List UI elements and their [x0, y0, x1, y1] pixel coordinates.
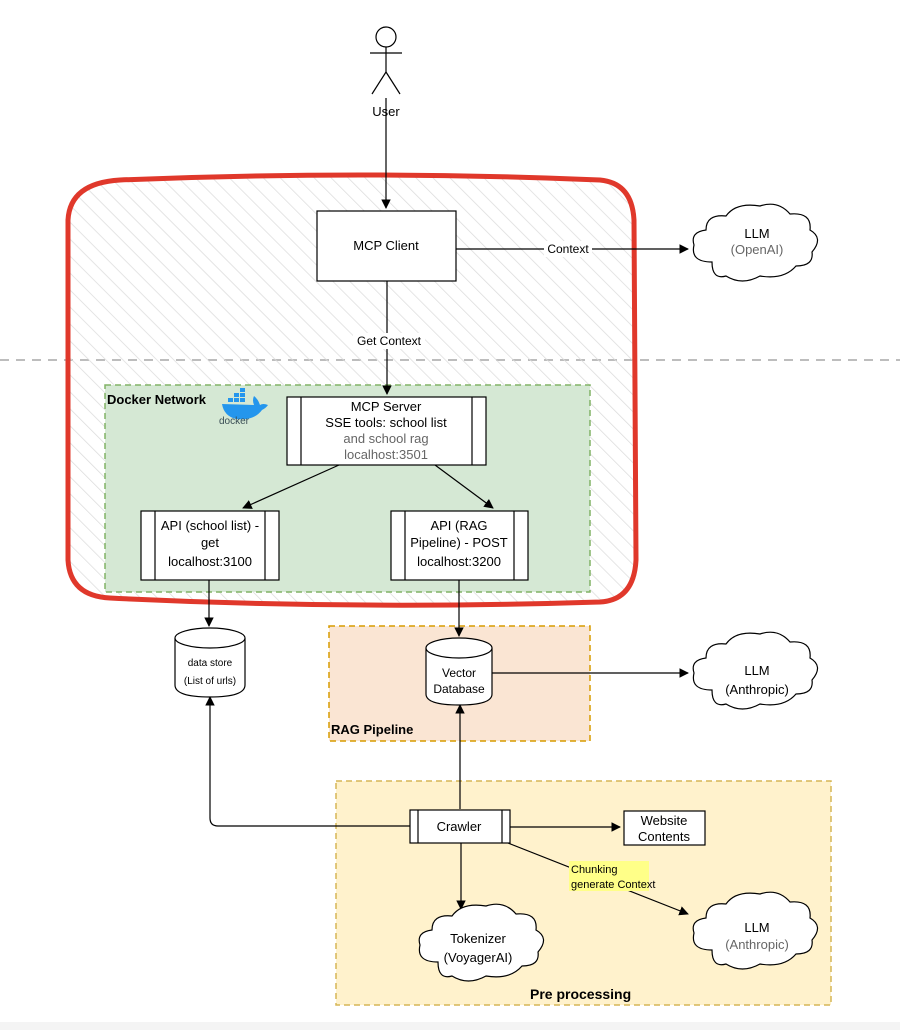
crawler-label: Crawler [437, 819, 482, 834]
api-school-list-host: localhost:3100 [168, 554, 252, 569]
tokenizer-cloud-icon [418, 903, 545, 982]
user-label: User [372, 104, 400, 119]
llm-anthropic-2-cloud-icon [692, 891, 819, 970]
vector-database-subtitle: Database [433, 682, 485, 696]
api-school-list-title: API (school list) - [161, 518, 259, 533]
website-contents-box [623, 810, 706, 846]
page-bottom-strip [0, 1022, 900, 1030]
edge-label-generate-context: generate Context [571, 879, 655, 891]
llm-anthropic-provider: (Anthropic) [725, 682, 789, 697]
llm-anthropic-2-title: LLM [744, 920, 769, 935]
api-school-list-box [140, 510, 280, 581]
highlight-boundary [65, 172, 639, 608]
data-store-cylinder-icon [174, 627, 246, 698]
api-school-list-method: get [201, 535, 219, 550]
tokenizer-title: Tokenizer [450, 931, 506, 946]
tokenizer-provider: (VoyagerAI) [444, 950, 513, 965]
user-actor-icon [370, 26, 402, 95]
edge-label-chunking: Chunking [571, 864, 617, 876]
website-contents-title: Website [641, 813, 688, 828]
docker-logo-icon: docker [219, 388, 268, 427]
edge-label-context: Context [547, 242, 589, 256]
api-rag-method: Pipeline) - POST [410, 535, 508, 550]
docker-network-label: Docker Network [107, 392, 207, 407]
vector-database-title: Vector [442, 666, 476, 680]
llm-anthropic-title: LLM [744, 663, 769, 678]
llm-openai-provider: (OpenAI) [731, 242, 784, 257]
api-rag-host: localhost:3200 [417, 554, 501, 569]
edge-server-to-school-api [242, 464, 340, 509]
api-rag-title: API (RAG [430, 518, 487, 533]
edge-server-to-rag-api [434, 464, 494, 509]
website-contents-subtitle: Contents [638, 829, 691, 844]
data-store-subtitle: (List of urls) [184, 676, 236, 687]
mcp-server-box [286, 396, 487, 466]
context-label-bg [544, 241, 592, 257]
mcp-client-label: MCP Client [353, 238, 419, 253]
edge-crawler-to-datastore [205, 696, 410, 827]
llm-anthropic-cloud-icon [692, 631, 819, 710]
llm-openai-title: LLM [744, 226, 769, 241]
edge-label-get-context: Get Context [357, 334, 422, 348]
llm-anthropic-2-provider: (Anthropic) [725, 937, 789, 952]
pre-processing-label: Pre processing [530, 986, 631, 1002]
mcp-server-title: MCP Server [351, 399, 422, 414]
data-store-title: data store [188, 658, 233, 669]
vector-database-cylinder-icon [425, 637, 493, 706]
mcp-server-tools-2: and school rag [343, 431, 428, 446]
api-rag-box [390, 510, 529, 581]
llm-openai-cloud-icon [692, 203, 819, 282]
rag-pipeline-label: RAG Pipeline [331, 722, 413, 737]
get-context-label-bg [353, 333, 425, 349]
chunking-highlight [569, 861, 649, 891]
mcp-server-tools: SSE tools: school list [325, 415, 447, 430]
docker-logo-text: docker [219, 416, 250, 427]
mcp-client-box [316, 210, 457, 282]
crawler-box [409, 809, 511, 844]
mcp-server-host: localhost:3501 [344, 447, 428, 462]
